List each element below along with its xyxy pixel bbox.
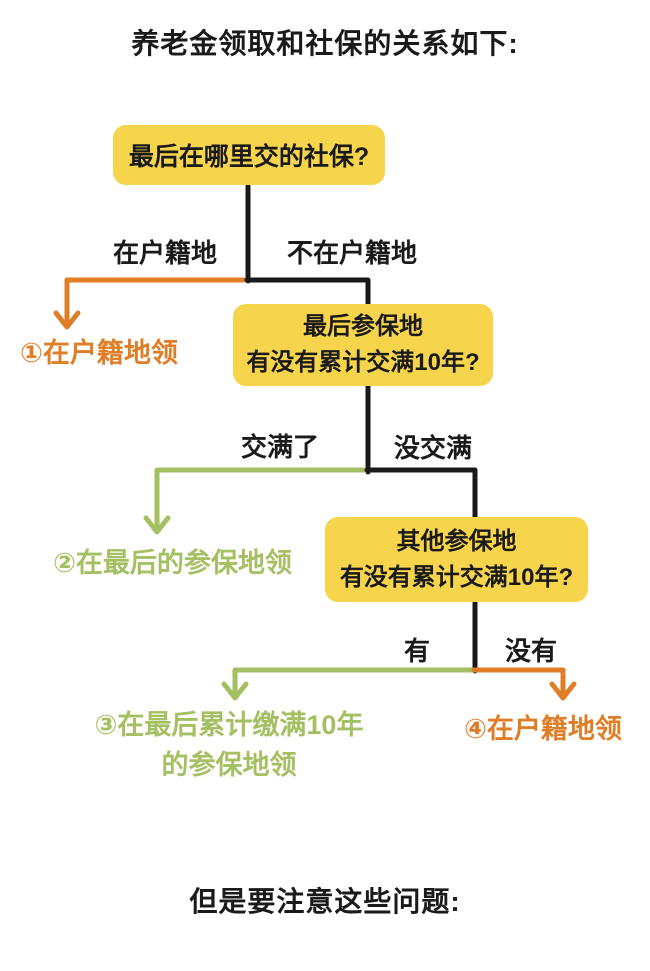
connector-b3-right [471,667,566,695]
arrowhead-outcome-4 [549,681,577,701]
outcome-1-hukou: ①在户籍地领 [20,338,178,368]
branch-label-paid-full: 交满了 [240,432,319,462]
branch-label-no: 没有 [504,636,557,666]
branch-label-at-hukou: 在户籍地 [112,238,217,268]
flow-node-label-line1: 最后参保地 [303,313,423,340]
flow-node-other-insured-10y: 其他参保地 有没有累计交满10年? [325,517,588,602]
flow-node-label-line2: 有没有累计交满10年? [339,563,574,591]
connector-b3-left [232,667,479,695]
arrowhead-outcome-3 [221,681,249,701]
flow-node-label-line2: 有没有累计交满10年? [246,349,480,376]
connector-b1-right [244,277,371,310]
outcome-3-place-with-10y: ③在最后累计缴满10年 的参保地领 [69,705,389,785]
outcome-4-hukou: ④在户籍地领 [464,714,622,744]
arrowhead-outcome-1 [53,310,81,330]
outcome-3-line1: ③在最后累计缴满10年 [94,710,364,740]
branch-label-yes: 有 [403,636,430,666]
connector-b2-right [364,467,478,522]
connector-b2-left [154,467,372,529]
flow-node-last-insured-10y: 最后参保地 有没有累计交满10年? [233,304,493,386]
flow-node-last-paid-where: 最后在哪里交的社保? [113,125,385,185]
outcome-3-line2: 的参保地领 [161,750,297,780]
arrowhead-outcome-2 [143,515,171,535]
footer-note: 但是要注意这些问题: [189,886,461,917]
outcome-2-last-insured-place: ②在最后的参保地领 [53,548,292,578]
flow-node-label: 最后在哪里交的社保? [128,143,370,171]
branch-label-not-paid-full: 没交满 [393,433,472,463]
connector-b1-left [64,277,252,325]
flow-node-label-line1: 其他参保地 [396,527,517,555]
page-title: 养老金领取和社保的关系如下: [131,28,519,59]
branch-label-not-at-hukou: 不在户籍地 [286,238,417,268]
